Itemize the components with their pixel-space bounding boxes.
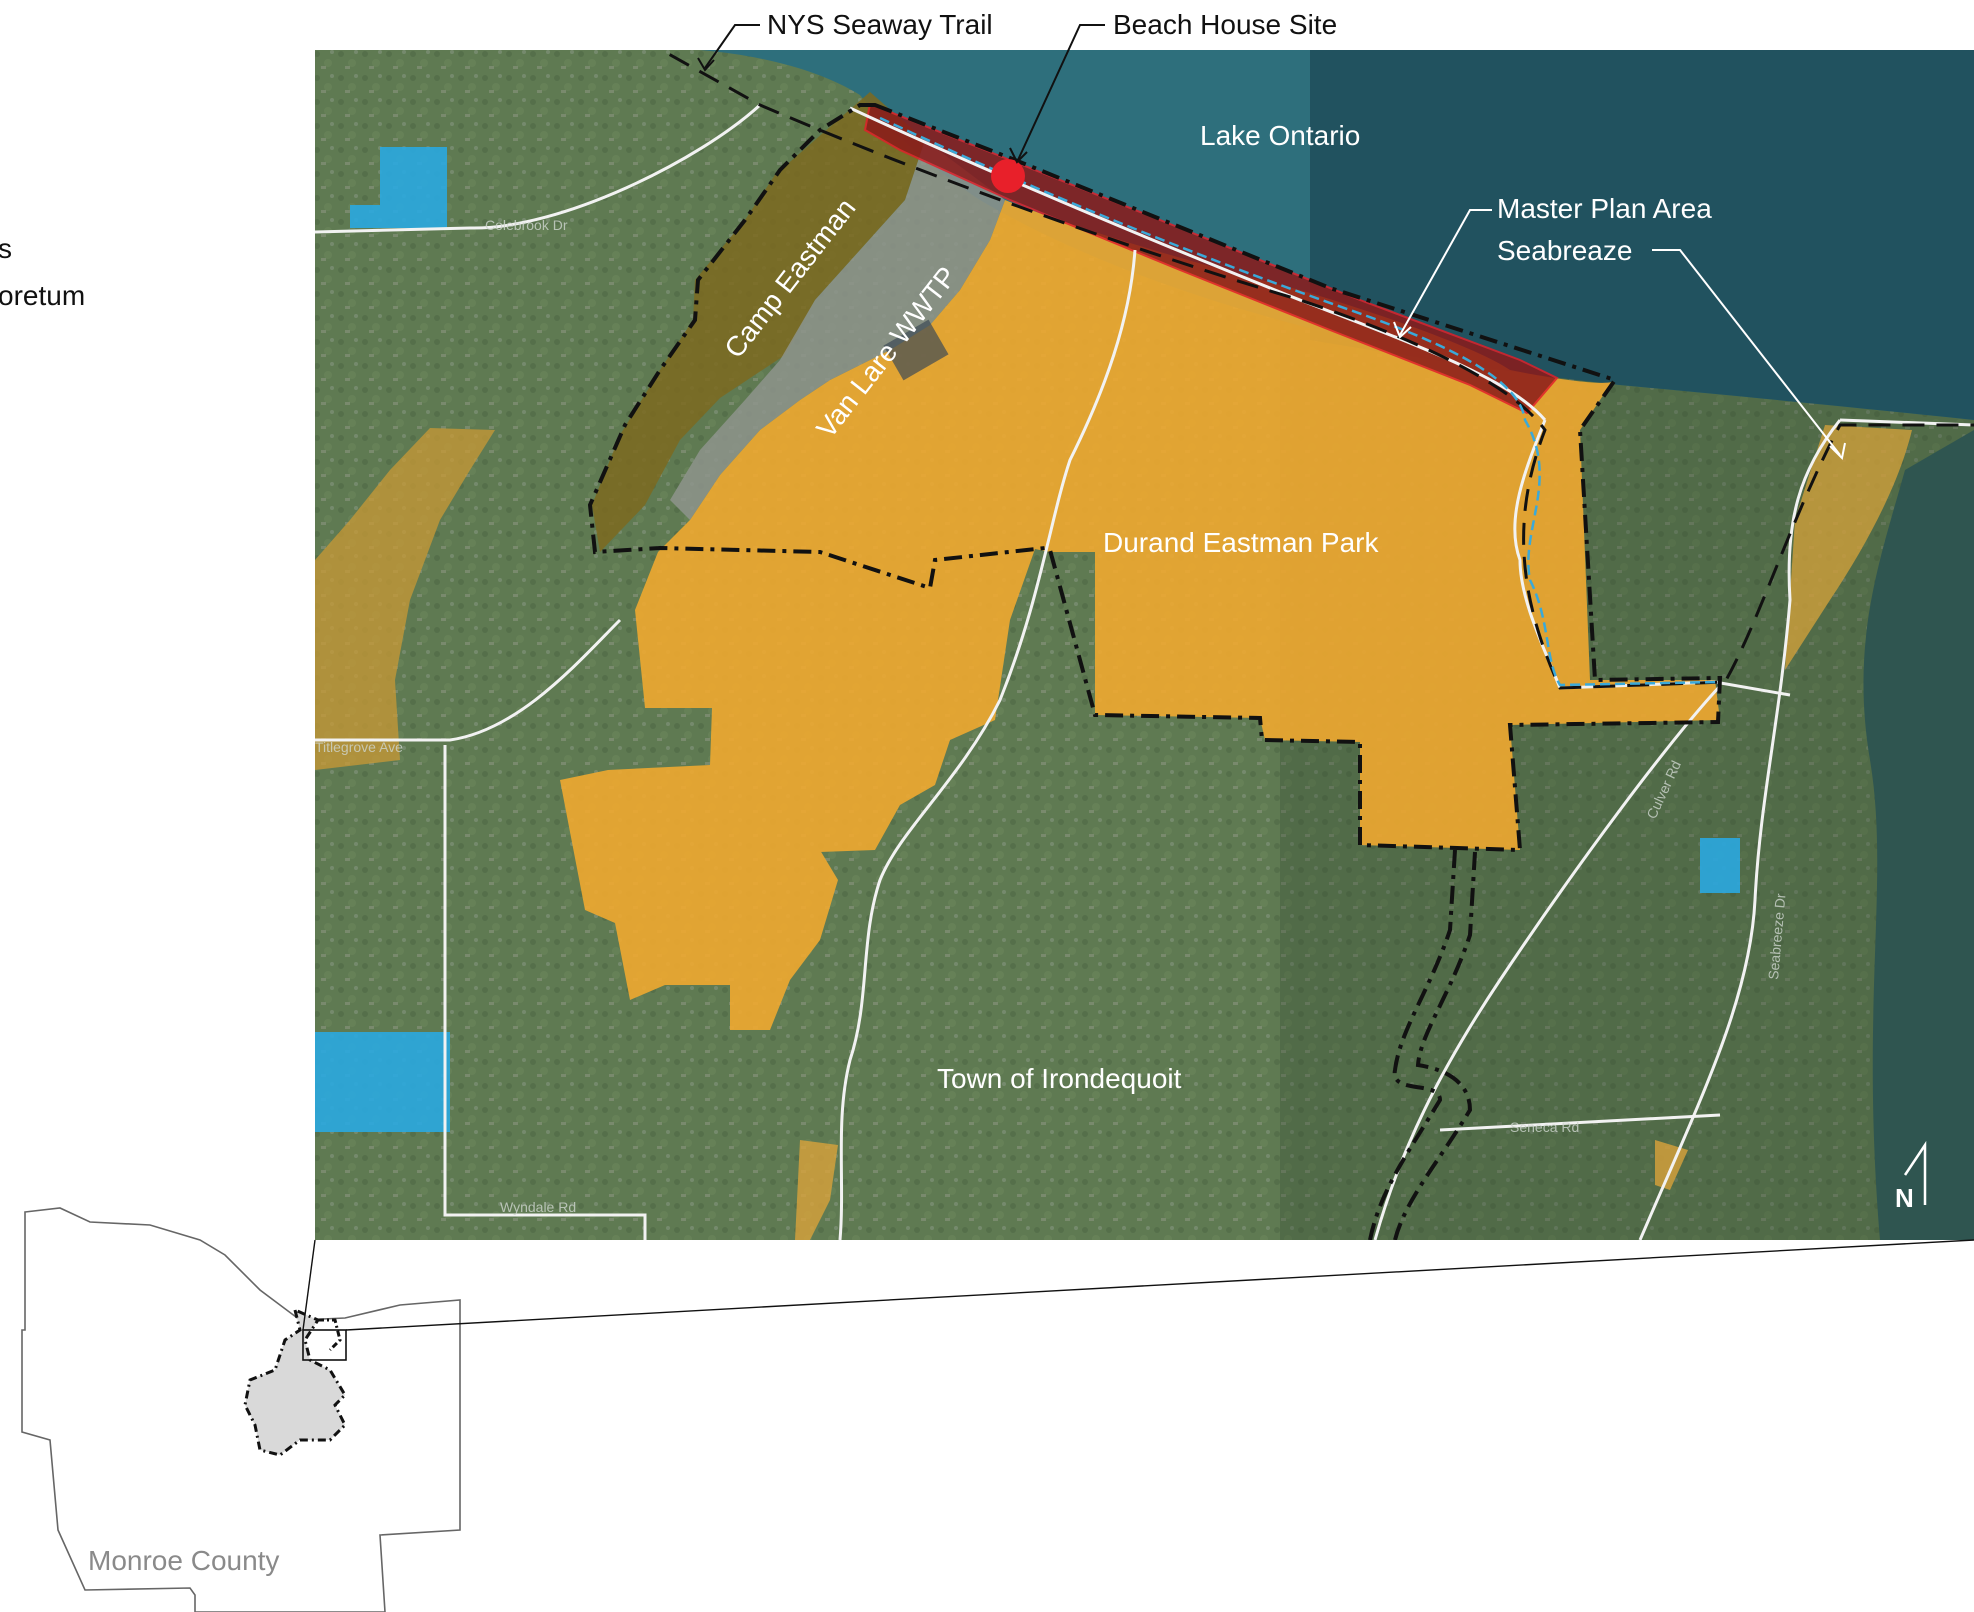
legend-fragment-1: s xyxy=(0,233,12,264)
callouts: NYS Seaway Trail Beach House Site Master… xyxy=(697,9,1846,461)
zoom-line-bottom xyxy=(345,1239,1974,1331)
beach-house-marker[interactable] xyxy=(991,159,1025,193)
north-arrow-label: N xyxy=(1895,1183,1914,1213)
seaway-trail-arrow-icon xyxy=(697,57,715,72)
wyndale-road-label: Wyndale Rd xyxy=(500,1199,576,1215)
seaway-trail-route xyxy=(658,50,1974,690)
master-plan-leader-right xyxy=(1652,249,1841,456)
lake-label: Lake Ontario xyxy=(1200,120,1360,151)
aerial-map: Lake Ontario Camp Eastman Van Lare WWTP … xyxy=(315,50,1974,1240)
irondequoit-label: Town of Irondequoit xyxy=(937,1063,1182,1094)
county-outline xyxy=(21,1207,461,1612)
titlegrove-road-label: Titlegrove Ave xyxy=(315,739,403,755)
north-arrow-icon xyxy=(1903,1140,1927,1205)
seaway-trail-callout: NYS Seaway Trail xyxy=(767,9,993,40)
seabreeze-road-label: Seabreeze Dr xyxy=(1765,892,1788,980)
legend-fragment-2: oretum xyxy=(0,280,85,311)
lake-deep-water xyxy=(1310,50,1974,420)
inset-locator: Monroe County xyxy=(21,1207,1974,1612)
north-arrow: N xyxy=(1895,1140,1927,1213)
beach-house-leader xyxy=(1017,24,1105,161)
west-park-area xyxy=(315,428,495,770)
seaway-trail-leader xyxy=(704,24,760,69)
trail-blue-line xyxy=(879,116,1721,687)
seabreaze-area xyxy=(1785,425,1912,670)
durand-park-label: Durand Eastman Park xyxy=(1103,527,1379,558)
recreation-area-west xyxy=(315,1032,450,1132)
irondequoit-bay-water xyxy=(1863,430,1974,1240)
zoom-line-top xyxy=(302,1239,316,1331)
master-plan-leader-left xyxy=(1399,209,1492,336)
master-plan-arrow-left-icon xyxy=(1393,321,1412,339)
beach-house-callout: Beach House Site xyxy=(1113,9,1337,40)
park-boundary xyxy=(587,103,1723,853)
recreation-area-northwest xyxy=(350,147,447,228)
master-plan-callout-line2: Seabreaze xyxy=(1497,235,1632,266)
corridor-boundary-east xyxy=(1393,851,1477,1240)
locator-box xyxy=(302,1329,347,1361)
seneca-road-label: Seneca Rd xyxy=(1510,1119,1579,1135)
county-label: Monroe County xyxy=(88,1545,279,1576)
small-park-area xyxy=(795,1140,838,1240)
camp-eastman-area xyxy=(592,92,925,552)
wwtp-tank xyxy=(883,319,949,381)
city-northeast-bump xyxy=(318,1318,342,1352)
master-plan-callout-line1: Master Plan Area xyxy=(1497,193,1712,224)
corridor-boundary-west xyxy=(1368,849,1457,1240)
van-lare-wwtp-area xyxy=(670,140,1005,520)
recreation-area-east xyxy=(1700,838,1740,893)
colebrook-road-label: Colebrook Dr xyxy=(485,217,568,233)
durand-eastman-park-area xyxy=(560,200,1720,1030)
master-plan-arrow-right-icon xyxy=(1829,442,1846,461)
beach-house-arrow-icon xyxy=(1009,147,1028,164)
